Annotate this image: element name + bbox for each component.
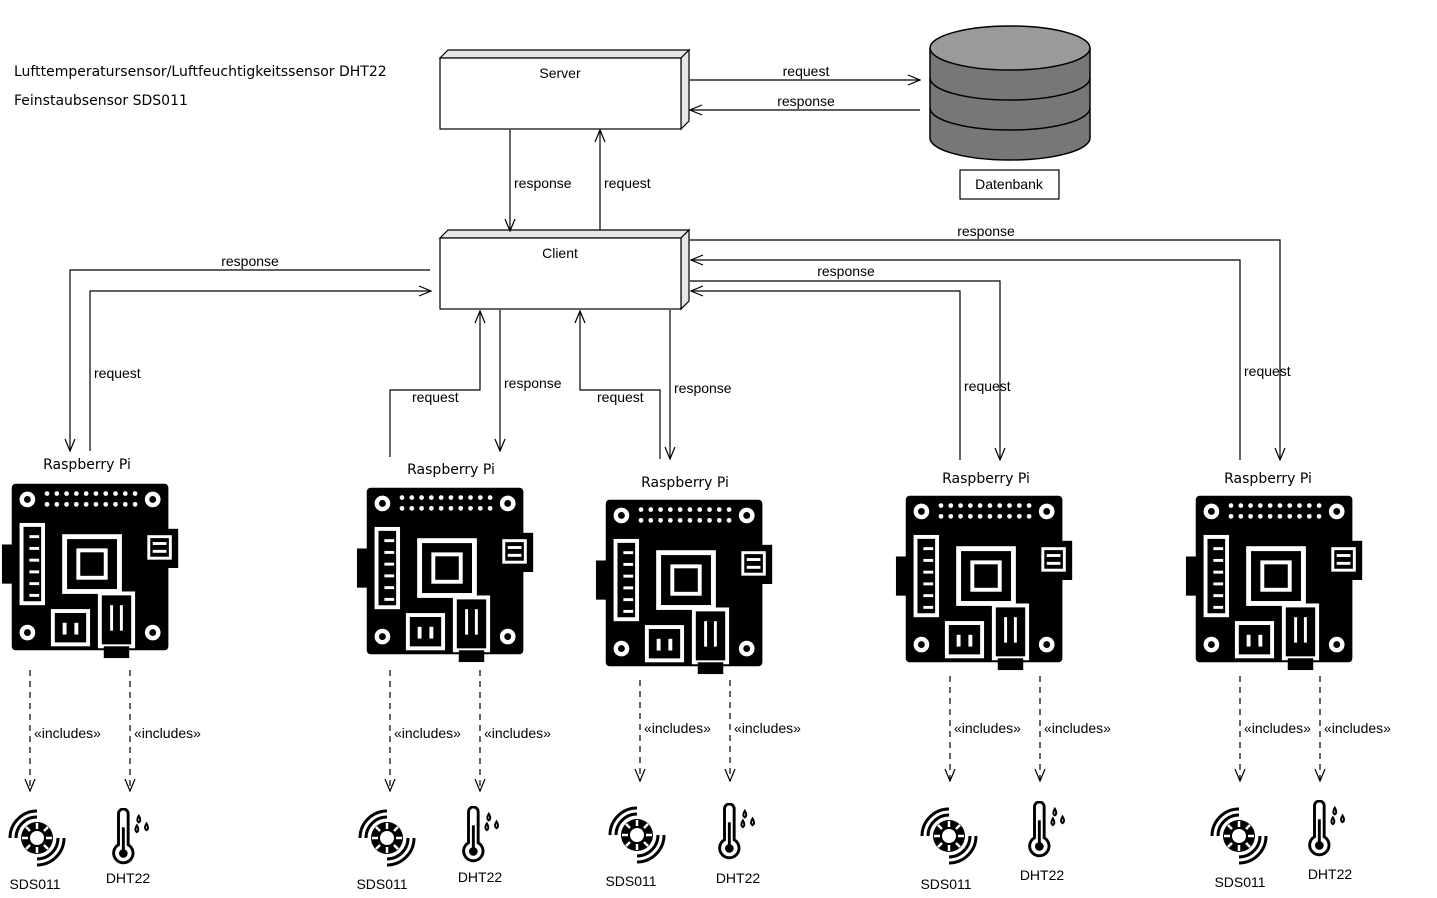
edge-pi1-client-request <box>89 291 431 451</box>
edge-label-includes: «includes» <box>1044 720 1111 736</box>
raspberry-pi-icon <box>894 486 1080 672</box>
raspberry-pi-icon <box>0 474 186 660</box>
server-label: Server <box>539 65 581 81</box>
raspberry-pi-label: Raspberry Pi <box>407 462 495 478</box>
raspberry-pi-icon <box>594 490 780 676</box>
raspberry-pi-icon <box>355 478 541 664</box>
edge-client-pi1-response <box>70 269 430 451</box>
edge-client-pi4-response <box>690 280 1000 460</box>
edge-label-response: response <box>674 380 732 396</box>
edge-label-request: request <box>597 389 644 405</box>
raspberry-pi-label: Raspberry Pi <box>43 457 131 473</box>
sds011-label: SDS011 <box>356 876 407 892</box>
edge-label-includes: «includes» <box>34 725 101 741</box>
station-1: Raspberry Pi «includes» «includes» SDS01… <box>0 457 201 892</box>
edge-label-response: response <box>817 263 875 279</box>
edge-label-request: request <box>94 365 141 381</box>
dht22-label: DHT22 <box>458 869 503 885</box>
database-label: Datenbank <box>975 176 1044 192</box>
database-label-box <box>959 169 1060 200</box>
station-5: Raspberry Pi «includes» «includes» SDS01… <box>1184 471 1391 890</box>
station-3: Raspberry Pi «includes» «includes» SDS01… <box>594 475 801 889</box>
edge-pi5-client-request <box>691 260 1241 460</box>
raspberry-pi-icon <box>1184 486 1370 672</box>
dht22-label: DHT22 <box>1020 867 1065 883</box>
station-4: Raspberry Pi «includes» «includes» SDS01… <box>894 471 1111 892</box>
sds011-label: SDS011 <box>9 876 60 892</box>
edge-pi3-client-request <box>580 311 661 459</box>
raspberry-pi-label: Raspberry Pi <box>942 471 1030 487</box>
dht22-sensor-icon <box>112 808 150 865</box>
edge-label-response: response <box>514 175 572 191</box>
edge-label-response: response <box>777 93 835 109</box>
server-node: Server <box>438 48 691 131</box>
client-node: Client <box>438 228 691 311</box>
sds011-sensor-icon <box>1210 807 1268 865</box>
dht22-sensor-icon <box>718 803 756 860</box>
dht22-label: DHT22 <box>1308 866 1353 882</box>
dht22-sensor-icon <box>1028 801 1066 858</box>
edge-label-request: request <box>1244 363 1291 379</box>
edge-label-includes: «includes» <box>644 720 711 736</box>
edge-label-includes: «includes» <box>394 725 461 741</box>
edge-pi4-client-request <box>691 291 961 460</box>
edge-label-response: response <box>221 253 279 269</box>
database-icon <box>929 25 1091 161</box>
sds011-label: SDS011 <box>1214 874 1265 890</box>
sds011-sensor-icon <box>8 809 66 867</box>
edge-label-response: response <box>957 223 1015 239</box>
client-label: Client <box>542 245 578 261</box>
edge-client-pi5-response <box>690 239 1280 460</box>
legend-line-1: Lufttemperatursensor/Luftfeuchtigkeitsse… <box>14 64 387 80</box>
edge-label-includes: «includes» <box>484 725 551 741</box>
edge-label-request: request <box>783 63 830 79</box>
sds011-sensor-icon <box>920 807 978 865</box>
edge-label-request: request <box>412 389 459 405</box>
edge-label-includes: «includes» <box>1244 720 1311 736</box>
station-2: Raspberry Pi «includes» «includes» SDS01… <box>355 462 551 892</box>
dht22-label: DHT22 <box>106 870 151 886</box>
edge-label-request: request <box>604 175 651 191</box>
sds011-label: SDS011 <box>605 873 656 889</box>
sds011-sensor-icon <box>358 809 416 867</box>
legend-line-2: Feinstaubsensor SDS011 <box>14 93 188 109</box>
edge-label-includes: «includes» <box>134 725 201 741</box>
edge-pi2-client-request <box>389 311 480 457</box>
edge-label-request: request <box>964 378 1011 394</box>
edge-label-includes: «includes» <box>734 720 801 736</box>
dht22-sensor-icon <box>462 806 500 863</box>
edge-label-response: response <box>504 375 562 391</box>
edge-label-includes: «includes» <box>954 720 1021 736</box>
sds011-label: SDS011 <box>920 876 971 892</box>
dht22-sensor-icon <box>1308 800 1346 857</box>
dht22-label: DHT22 <box>716 870 761 886</box>
sds011-sensor-icon <box>608 806 666 864</box>
raspberry-pi-label: Raspberry Pi <box>1224 471 1312 487</box>
raspberry-pi-label: Raspberry Pi <box>641 475 729 491</box>
edge-label-includes: «includes» <box>1324 720 1391 736</box>
